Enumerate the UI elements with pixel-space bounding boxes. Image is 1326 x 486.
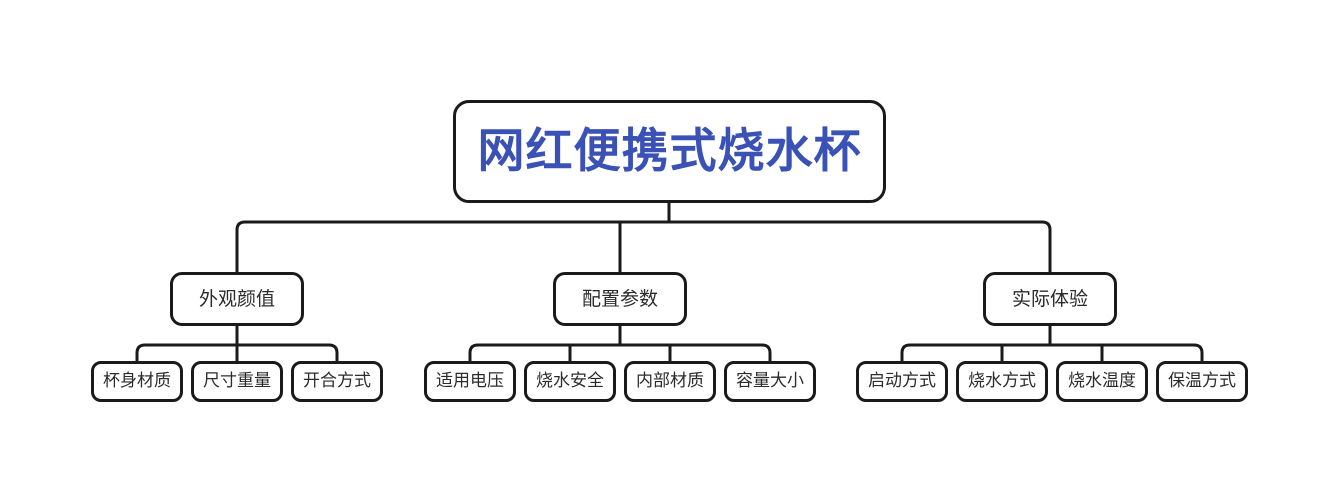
leaf-node-keep-warm[interactable]: 保温方式: [1156, 361, 1248, 402]
leaf-node-label: 烧水温度: [1068, 371, 1136, 391]
branch-node-experience[interactable]: 实际体验: [983, 272, 1117, 326]
connector-branch-1-bus: [135, 343, 339, 361]
leaf-node-start-mode[interactable]: 启动方式: [856, 361, 948, 402]
leaf-node-label: 尺寸重量: [203, 371, 271, 391]
branch-node-appearance[interactable]: 外观颜值: [170, 272, 304, 326]
leaf-node-label: 内部材质: [636, 371, 704, 391]
leaf-node-label: 容量大小: [736, 371, 804, 391]
leaf-node-inner-material[interactable]: 内部材质: [624, 361, 716, 402]
branch-node-label: 实际体验: [1011, 287, 1088, 310]
connector-main-bus: [235, 220, 1052, 272]
leaf-node-label: 烧水安全: [536, 371, 604, 391]
leaf-node-boil-temp[interactable]: 烧水温度: [1056, 361, 1148, 402]
root-node[interactable]: 网红便携式烧水杯: [453, 100, 886, 203]
leaf-node-voltage[interactable]: 适用电压: [424, 361, 516, 402]
leaf-node-open-close[interactable]: 开合方式: [291, 361, 383, 402]
leaf-node-capacity[interactable]: 容量大小: [724, 361, 816, 402]
branch-node-config[interactable]: 配置参数: [553, 272, 687, 326]
leaf-node-boil-mode[interactable]: 烧水方式: [956, 361, 1048, 402]
branch-node-label: 配置参数: [581, 287, 658, 310]
leaf-node-size-weight[interactable]: 尺寸重量: [191, 361, 283, 402]
leaf-node-label: 杯身材质: [103, 371, 171, 391]
root-node-label: 网红便携式烧水杯: [477, 124, 862, 179]
leaf-node-label: 适用电压: [436, 371, 504, 391]
leaf-node-label: 启动方式: [868, 371, 936, 391]
connector-branch-3-bus: [900, 343, 1204, 361]
leaf-node-cup-material[interactable]: 杯身材质: [91, 361, 183, 402]
leaf-node-boil-safety[interactable]: 烧水安全: [524, 361, 616, 402]
connector-branch-2-bus: [468, 343, 772, 361]
leaf-node-label: 保温方式: [1168, 371, 1236, 391]
leaf-node-label: 开合方式: [303, 371, 371, 391]
leaf-node-label: 烧水方式: [968, 371, 1036, 391]
branch-node-label: 外观颜值: [198, 287, 275, 310]
